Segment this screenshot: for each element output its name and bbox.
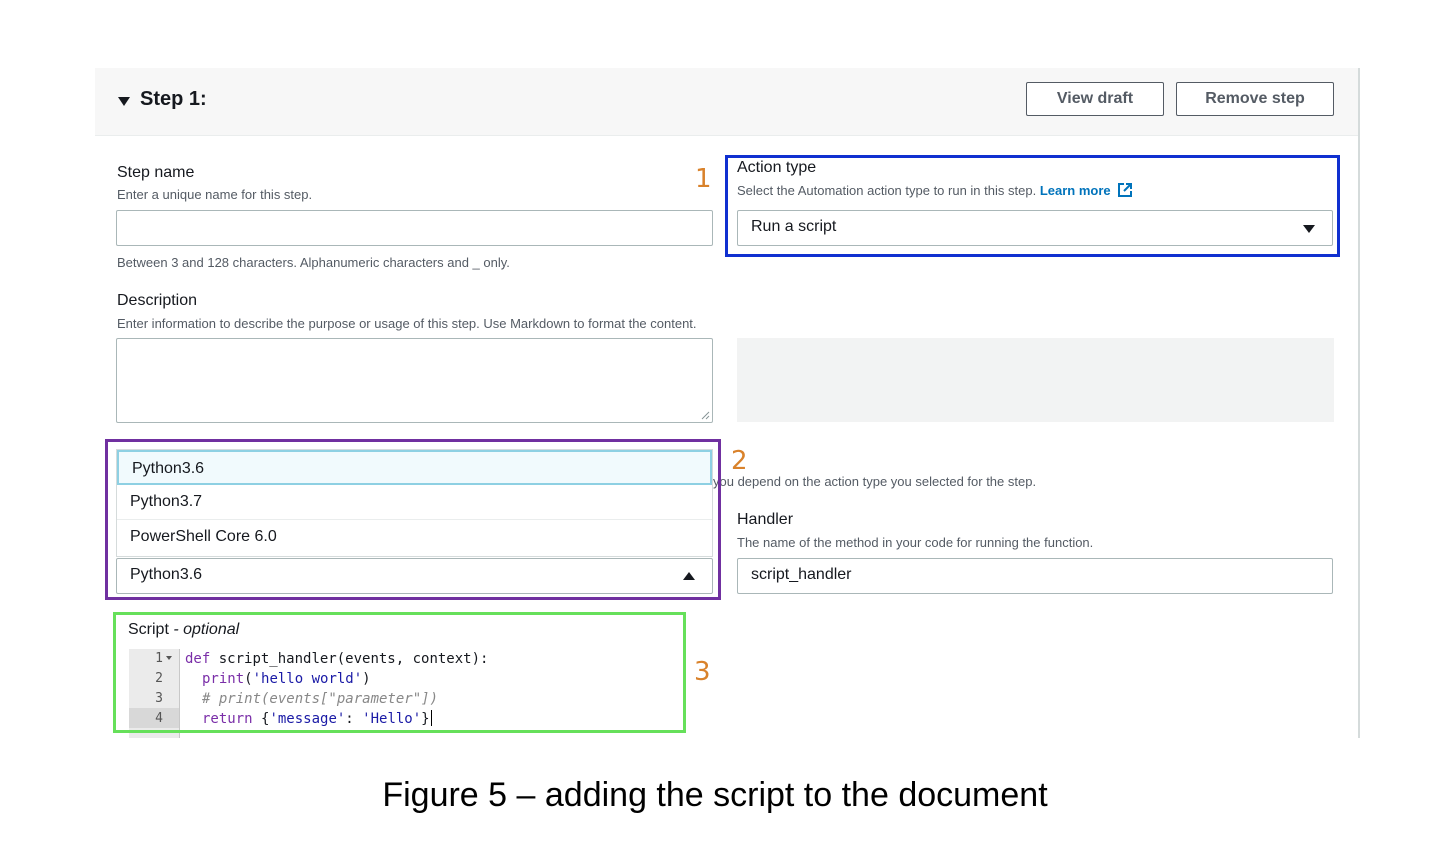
line-number: 3 [155, 691, 163, 706]
runtime-option-label: Python3.6 [132, 460, 205, 477]
handler-label: Handler [737, 511, 794, 528]
runtime-select[interactable]: Python3.6 [116, 558, 713, 594]
runtime-value: Python3.6 [130, 566, 203, 583]
description-hint: Enter information to describe the purpos… [117, 316, 697, 331]
runtime-option-label: PowerShell Core 6.0 [130, 528, 277, 545]
code-line: return {'message': 'Hello'} [185, 709, 488, 729]
step-header: Step 1: View draft Remove step [95, 68, 1358, 136]
line-number: 4 [155, 711, 163, 726]
code-line: def script_handler(events, context): [185, 649, 488, 669]
code-text: : [345, 711, 363, 727]
script-label-text: Script [128, 621, 169, 638]
chevron-up-icon [683, 572, 695, 580]
code-text: } [421, 711, 430, 727]
remove-step-button[interactable]: Remove step [1176, 82, 1334, 116]
code-string: 'hello world' [252, 671, 363, 687]
line-number: 1 [155, 651, 163, 666]
code-text: { [252, 711, 270, 727]
code-text: script_handler(events, context): [210, 651, 489, 667]
active-line-gutter [129, 708, 179, 728]
code-keyword: return [202, 711, 253, 727]
step-name-label: Step name [117, 164, 195, 181]
resize-handle-icon[interactable] [701, 411, 710, 420]
description-label: Description [117, 292, 198, 309]
runtime-options-list: Python3.6 Python3.7 PowerShell Core 6.0 [116, 449, 713, 557]
inputs-hint: you depend on the action type you select… [713, 474, 1037, 489]
action-type-select[interactable]: Run a script [737, 210, 1333, 246]
chevron-down-icon [1303, 225, 1315, 233]
code-editor[interactable]: def script_handler(events, context): pri… [185, 649, 488, 729]
handler-value: script_handler [751, 566, 852, 583]
runtime-option-label: Python3.7 [130, 493, 203, 510]
view-draft-button[interactable]: View draft [1026, 82, 1164, 116]
callout-number-3: 3 [694, 657, 711, 687]
handler-input[interactable]: script_handler [737, 558, 1333, 594]
callout-box-action-type [725, 155, 1340, 257]
code-keyword: def [185, 651, 211, 667]
external-link-icon[interactable] [1117, 182, 1133, 198]
action-type-value: Run a script [751, 218, 837, 235]
code-line: print('hello world') [185, 669, 488, 689]
action-type-label: Action type [737, 159, 817, 176]
callout-number-2: 2 [731, 446, 748, 476]
code-string: 'message' [269, 711, 346, 727]
callout-number-1: 1 [695, 164, 712, 194]
runtime-option[interactable]: Python3.7 [117, 485, 712, 520]
handler-hint: The name of the method in your code for … [737, 535, 1094, 550]
learn-more-link[interactable]: Learn more [1039, 183, 1111, 198]
runtime-option[interactable]: PowerShell Core 6.0 [117, 520, 712, 555]
line-number: 2 [155, 671, 163, 686]
code-text: ( [244, 671, 253, 687]
runtime-option[interactable]: Python3.6 [117, 450, 712, 485]
step-name-hint: Enter a unique name for this step. [117, 187, 313, 202]
markdown-preview-area [737, 338, 1334, 422]
callout-box-script [113, 612, 686, 733]
fold-arrow-icon[interactable] [166, 656, 172, 660]
text-cursor [430, 710, 432, 726]
step-name-constraint: Between 3 and 128 characters. Alphanumer… [117, 255, 510, 270]
step-title: Step 1: [140, 88, 207, 110]
collapse-toggle-icon[interactable] [118, 97, 130, 106]
step-name-input[interactable] [116, 210, 713, 246]
action-type-hint-text: Select the Automation action type to run… [737, 183, 1037, 198]
action-type-hint: Select the Automation action type to run… [737, 182, 1133, 198]
code-comment: # print(events["parameter"]) [202, 691, 439, 707]
callout-box-runtime [105, 439, 721, 600]
code-string: 'Hello' [362, 711, 422, 727]
description-textarea[interactable] [116, 338, 713, 423]
code-text: ) [362, 671, 371, 687]
figure-caption: Figure 5 – adding the script to the docu… [382, 776, 1048, 814]
script-optional-text: - optional [168, 621, 240, 638]
code-function: print [202, 671, 245, 687]
code-line: # print(events["parameter"]) [185, 689, 488, 709]
script-label: Script - optional [128, 621, 239, 639]
gutter-divider [179, 649, 180, 738]
